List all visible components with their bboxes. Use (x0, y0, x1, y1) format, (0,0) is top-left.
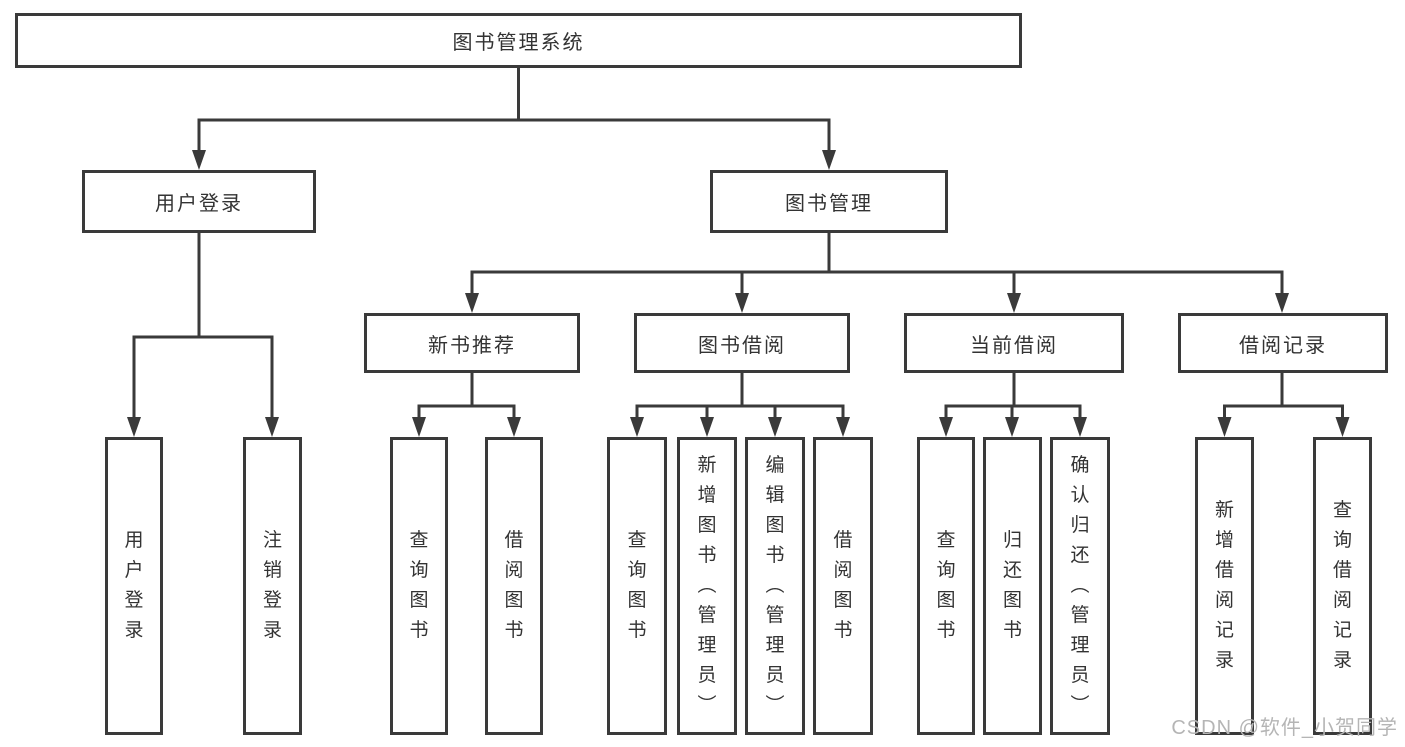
leaf-confirm-return-admin: 确认归还︵管理员︶ (1050, 437, 1110, 735)
node-borrow-records: 借阅记录 (1178, 313, 1388, 373)
leaf-query-books-current: 查询图书 (917, 437, 975, 735)
leaf-query-borrow-record: 查询借阅记录 (1313, 437, 1372, 735)
leaf-logout: 注销登录 (243, 437, 302, 735)
leaf-add-book-admin-label: 新增图书︵管理员︶ (697, 455, 717, 716)
leaf-add-borrow-record-label: 新增借阅记录 (1214, 500, 1234, 671)
watermark: CSDN @软件_小贺同学 (1171, 717, 1398, 739)
leaf-add-book-admin: 新增图书︵管理员︶ (677, 437, 737, 735)
leaf-edit-book-admin-label: 编辑图书︵管理员︶ (765, 455, 785, 716)
leaf-query-books-borrowing-label: 查询图书 (627, 530, 647, 641)
node-book-borrowing: 图书借阅 (634, 313, 850, 373)
leaf-borrow-books-recommend: 借阅图书 (485, 437, 543, 735)
node-borrow-records-label: 借阅记录 (1239, 334, 1327, 357)
node-new-book-recommend: 新书推荐 (364, 313, 580, 373)
leaf-add-borrow-record: 新增借阅记录 (1195, 437, 1254, 735)
leaf-query-books-recommend-label: 查询图书 (409, 530, 429, 641)
leaf-edit-book-admin: 编辑图书︵管理员︶ (745, 437, 805, 735)
node-user-login-label: 用户登录 (155, 193, 243, 215)
leaf-logout-label: 注销登录 (262, 530, 282, 641)
node-root: 图书管理系统 (15, 13, 1022, 68)
leaf-borrow-books-label: 借阅图书 (833, 530, 853, 641)
leaf-query-books-current-label: 查询图书 (936, 530, 956, 641)
leaf-confirm-return-admin-label: 确认归还︵管理员︶ (1070, 455, 1090, 716)
leaf-query-borrow-record-label: 查询借阅记录 (1332, 500, 1352, 671)
leaf-user-login-label: 用户登录 (124, 530, 144, 641)
node-current-borrowing-label: 当前借阅 (970, 334, 1058, 357)
leaf-borrow-books: 借阅图书 (813, 437, 873, 735)
leaf-query-books-recommend: 查询图书 (390, 437, 448, 735)
leaf-user-login: 用户登录 (105, 437, 163, 735)
leaf-borrow-books-recommend-label: 借阅图书 (504, 530, 524, 641)
node-root-label: 图书管理系统 (452, 32, 585, 54)
leaf-return-books: 归还图书 (983, 437, 1042, 735)
node-user-login: 用户登录 (82, 170, 316, 233)
node-book-management: 图书管理 (710, 170, 948, 233)
node-book-management-label: 图书管理 (785, 193, 873, 215)
leaf-query-books-borrowing: 查询图书 (607, 437, 667, 735)
node-book-borrowing-label: 图书借阅 (698, 334, 786, 357)
node-current-borrowing: 当前借阅 (904, 313, 1124, 373)
node-new-book-recommend-label: 新书推荐 (428, 334, 516, 357)
leaf-return-books-label: 归还图书 (1002, 530, 1022, 641)
